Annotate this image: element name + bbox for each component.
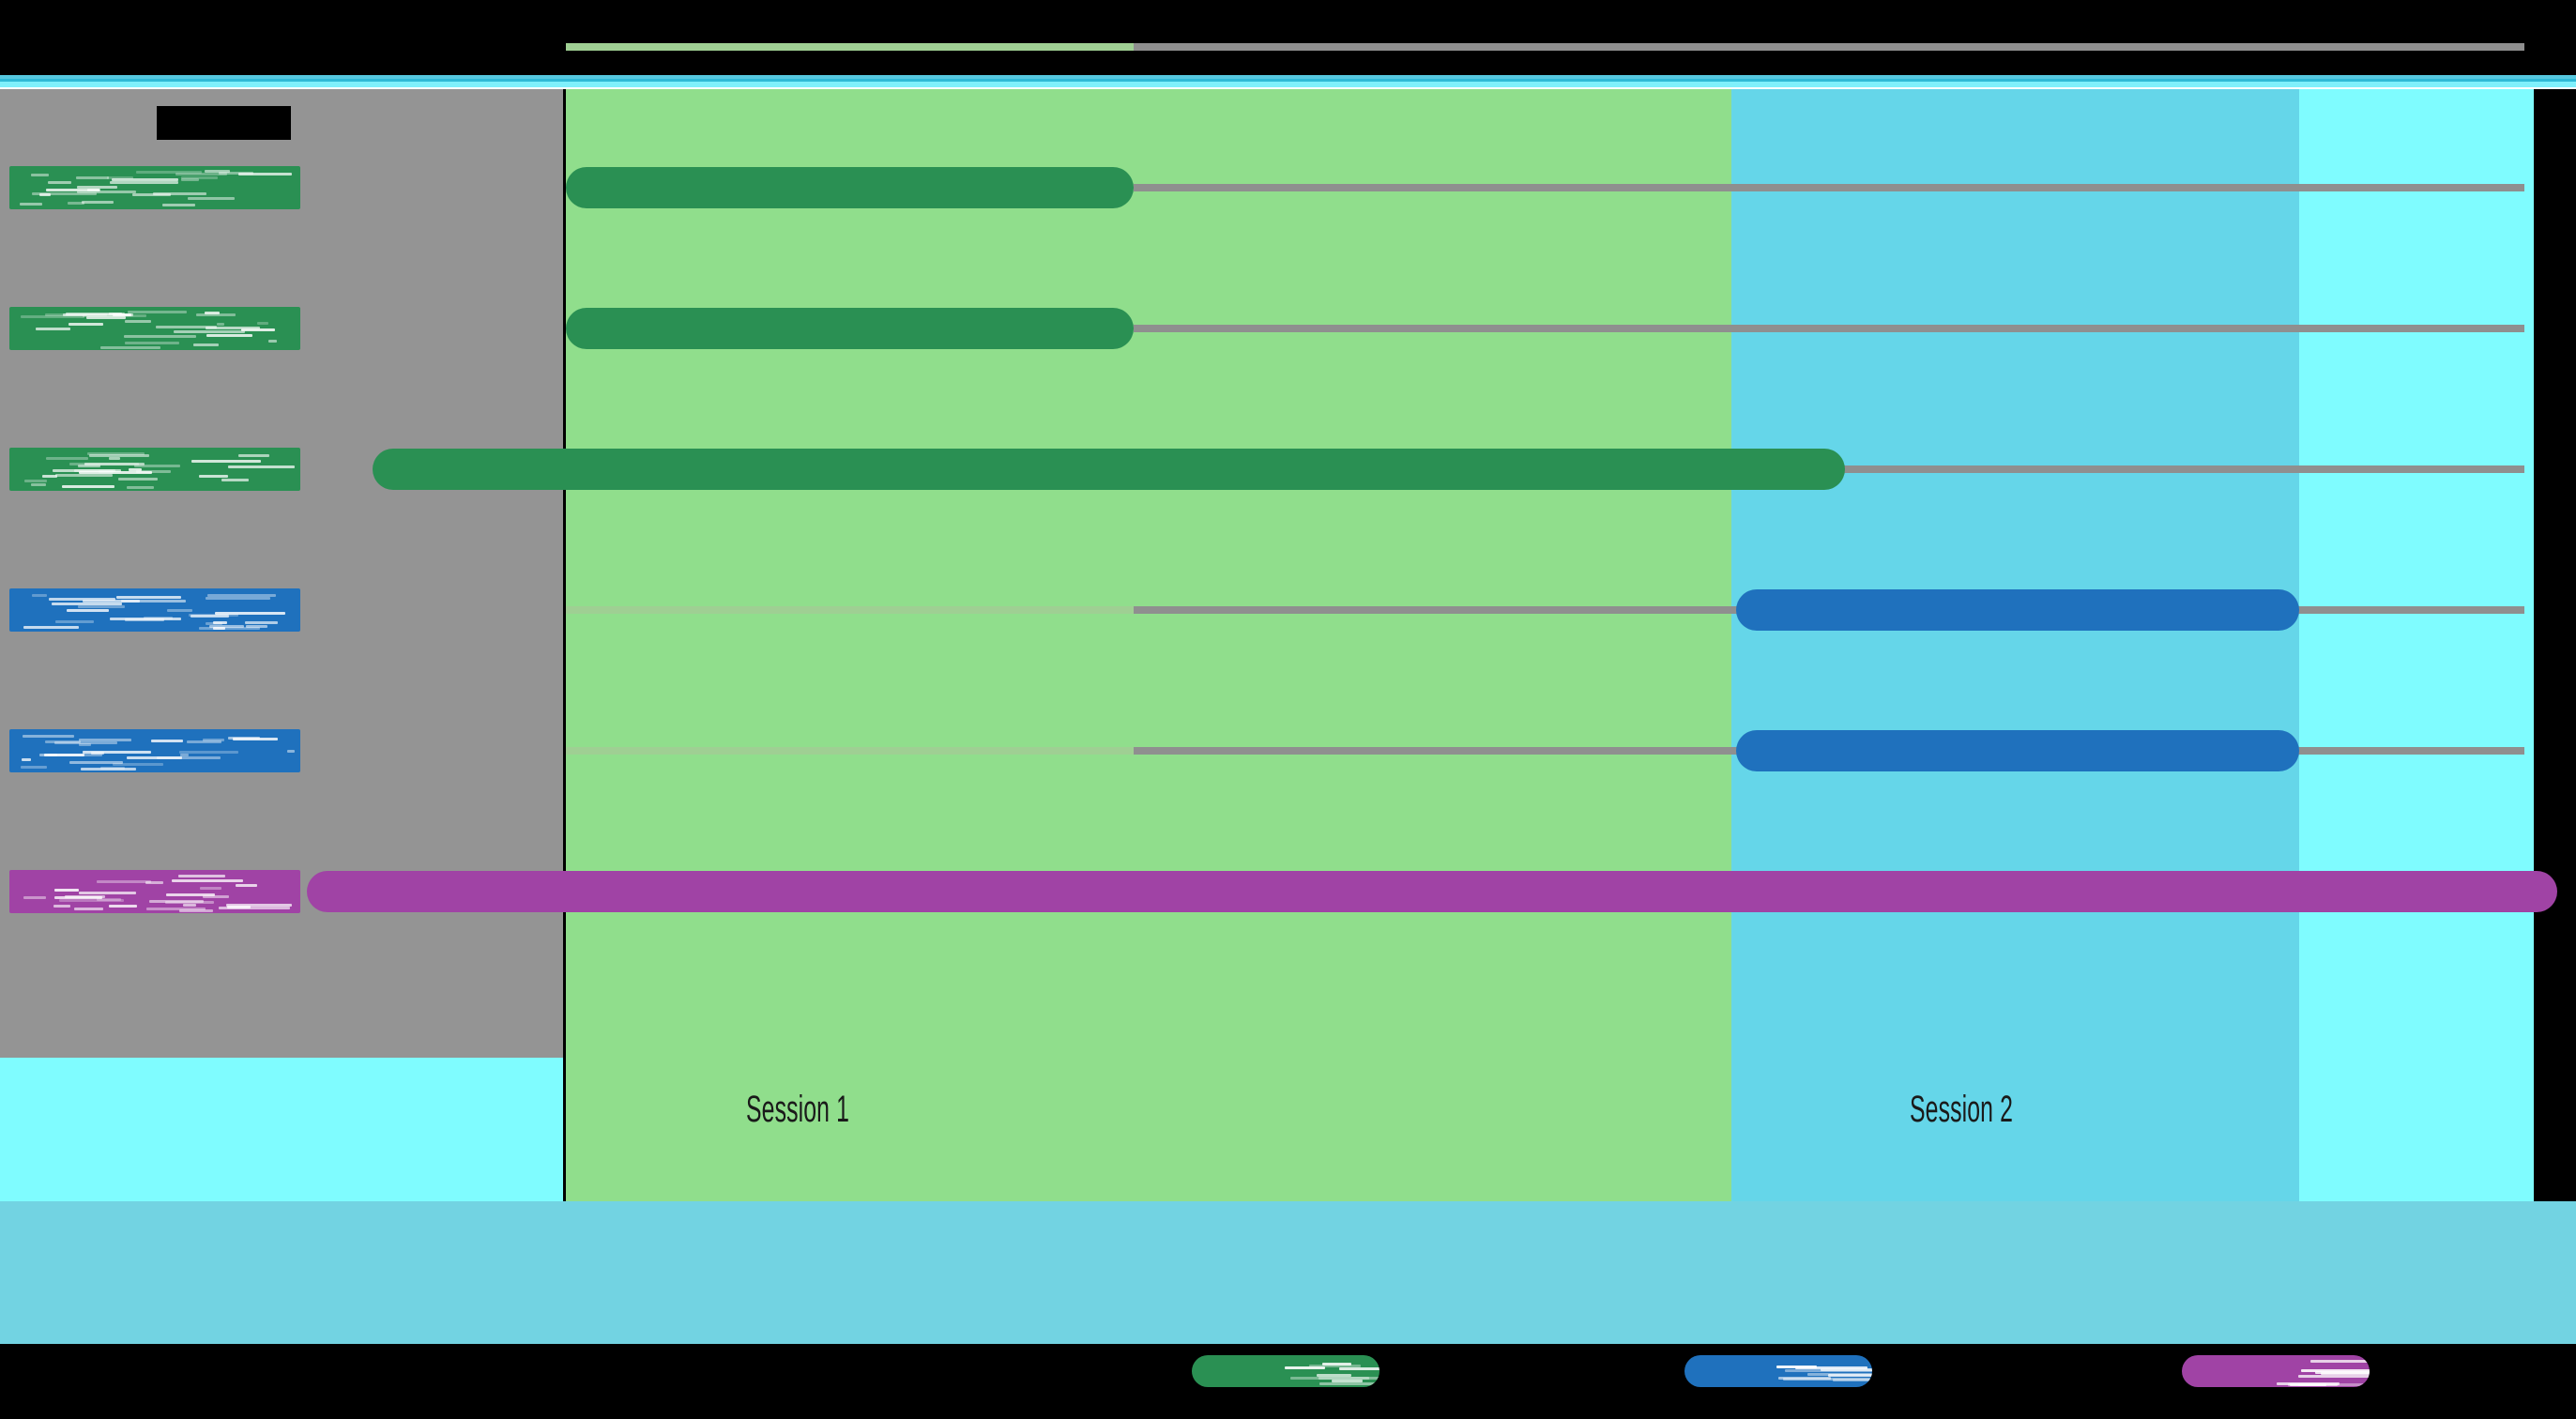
legend-background-strip: [0, 1201, 2576, 1344]
category-label-dataset-b1: [9, 588, 300, 632]
legend-swatch-dataset-c[interactable]: [2182, 1355, 2370, 1387]
bar-dataset-a1[interactable]: [566, 167, 1134, 208]
category-label-dataset-a1: [9, 166, 300, 209]
bar-dataset-b1[interactable]: [1736, 589, 2299, 631]
bar-dataset-b2[interactable]: [1736, 730, 2299, 771]
category-label-dataset-a3: [9, 448, 300, 491]
session-2-label: Session 2: [1910, 1089, 2013, 1131]
bar-dataset-a3[interactable]: [373, 449, 1845, 490]
session-1-label: Session 1: [746, 1089, 849, 1131]
category-label-dataset-c: [9, 870, 300, 913]
session-band-2: [1731, 89, 2299, 1201]
category-label-dataset-b2: [9, 729, 300, 772]
category-label-dataset-a2: [9, 307, 300, 350]
redaction-noise: [9, 166, 300, 209]
legend: Dataset ADataset BDataset C: [0, 1344, 2576, 1419]
redaction-noise: [9, 307, 300, 350]
bar-dataset-c[interactable]: [307, 871, 2557, 912]
category-label-panel-footer: [0, 1058, 563, 1201]
gridline-light-segment: [566, 747, 1134, 755]
gantt-chart-board: Session 1 Session 2: [0, 89, 2576, 1201]
session-band-1: [566, 89, 1731, 1201]
redaction-noise: [9, 588, 300, 632]
gridline-light-segment: [566, 606, 1134, 614]
redaction-noise: [9, 870, 300, 913]
gridline-light-segment: [566, 43, 1134, 51]
redaction-noise: [9, 729, 300, 772]
page-title: [157, 106, 291, 140]
legend-swatch-dataset-b[interactable]: [1684, 1355, 1872, 1387]
redaction-noise: [9, 448, 300, 491]
legend-swatch-dataset-a[interactable]: [1192, 1355, 1379, 1387]
session-band-3: [2299, 89, 2534, 1201]
bar-dataset-a2[interactable]: [566, 308, 1134, 349]
